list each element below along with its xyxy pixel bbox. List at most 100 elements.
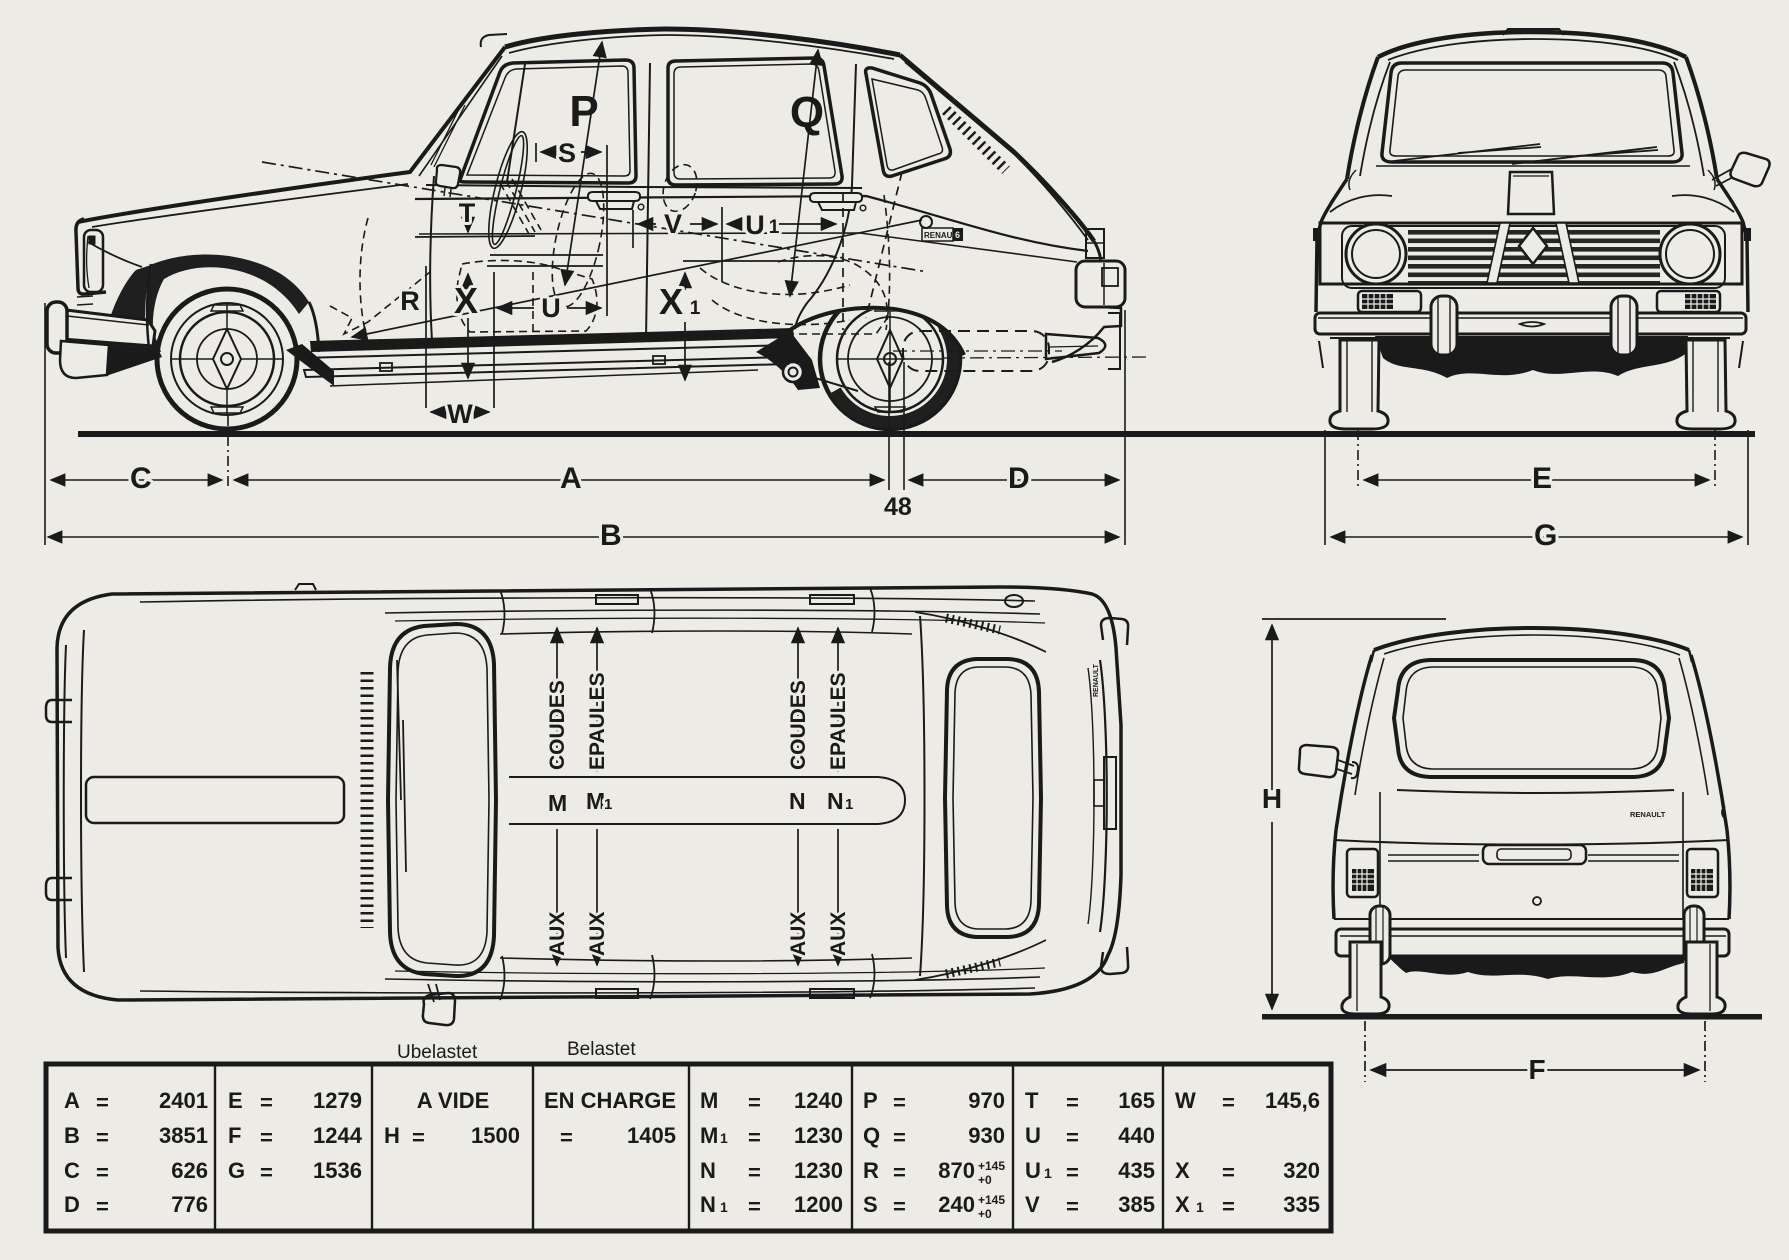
svg-text:Ubelastet: Ubelastet <box>397 1042 478 1063</box>
svg-text:=: = <box>412 1125 425 1150</box>
svg-text:X: X <box>1175 1158 1190 1183</box>
svg-text:=: = <box>1222 1160 1235 1185</box>
svg-text:320: 320 <box>1283 1158 1320 1183</box>
svg-text:1240: 1240 <box>794 1088 843 1113</box>
svg-text:N: N <box>789 788 806 814</box>
svg-text:D: D <box>1008 462 1030 495</box>
svg-text:626: 626 <box>171 1158 208 1183</box>
svg-text:A: A <box>64 1088 80 1113</box>
svg-text:1: 1 <box>604 796 612 813</box>
svg-text:AUX: AUX <box>787 912 810 956</box>
svg-text:970: 970 <box>968 1088 1005 1113</box>
svg-text:1230: 1230 <box>794 1123 843 1148</box>
svg-text:G: G <box>1534 519 1557 552</box>
svg-text:N: N <box>827 788 844 814</box>
svg-text:=: = <box>96 1194 109 1219</box>
svg-text:=: = <box>1066 1125 1079 1150</box>
svg-text:1230: 1230 <box>794 1158 843 1183</box>
svg-text:E: E <box>1532 462 1552 495</box>
svg-text:N: N <box>700 1158 716 1183</box>
svg-text:S: S <box>558 138 576 168</box>
svg-text:P: P <box>569 87 598 136</box>
svg-text:M: M <box>548 790 567 816</box>
svg-text:U: U <box>541 293 561 323</box>
svg-text:+145: +145 <box>978 1193 1005 1207</box>
svg-text:3851: 3851 <box>159 1123 208 1148</box>
svg-text:RENAULT: RENAULT <box>1093 663 1100 697</box>
svg-text:2401: 2401 <box>159 1088 208 1113</box>
svg-text:=: = <box>96 1160 109 1185</box>
svg-text:=: = <box>893 1090 906 1115</box>
svg-text:=: = <box>1066 1090 1079 1115</box>
svg-text:V: V <box>1025 1192 1040 1217</box>
svg-text:870: 870 <box>938 1158 975 1183</box>
svg-text:1: 1 <box>769 217 780 238</box>
svg-text:=: = <box>748 1125 761 1150</box>
svg-text:=: = <box>748 1160 761 1185</box>
svg-text:X: X <box>1175 1192 1190 1217</box>
svg-text:AUX: AUX <box>827 912 850 956</box>
svg-text:H: H <box>1262 783 1282 814</box>
svg-text:1405: 1405 <box>627 1123 676 1148</box>
svg-text:Belastet: Belastet <box>567 1039 636 1060</box>
svg-text:W: W <box>447 399 473 429</box>
svg-text:Q: Q <box>863 1123 880 1148</box>
svg-text:A VIDE: A VIDE <box>417 1088 490 1113</box>
svg-text:V: V <box>664 209 682 239</box>
svg-text:=: = <box>893 1194 906 1219</box>
svg-text:1500: 1500 <box>471 1123 520 1148</box>
svg-text:1200: 1200 <box>794 1192 843 1217</box>
svg-text:EN CHARGE: EN CHARGE <box>544 1088 676 1113</box>
svg-text:E: E <box>228 1088 243 1113</box>
svg-text:P: P <box>863 1088 878 1113</box>
svg-text:C: C <box>64 1158 80 1183</box>
svg-text:145,6: 145,6 <box>1265 1088 1320 1113</box>
svg-text:=: = <box>748 1090 761 1115</box>
svg-text:1279: 1279 <box>313 1088 362 1113</box>
svg-text:EPAULES: EPAULES <box>586 672 609 770</box>
svg-text:385: 385 <box>1118 1192 1155 1217</box>
svg-text:H: H <box>384 1123 400 1148</box>
svg-text:=: = <box>893 1125 906 1150</box>
svg-text:R: R <box>863 1158 879 1183</box>
svg-text:AUX: AUX <box>546 912 569 956</box>
svg-text:48: 48 <box>884 493 912 521</box>
svg-text:COUDES: COUDES <box>787 680 810 770</box>
svg-text:W: W <box>1175 1088 1196 1113</box>
svg-text:F: F <box>228 1123 241 1148</box>
svg-text:165: 165 <box>1118 1088 1155 1113</box>
svg-text:S: S <box>863 1192 878 1217</box>
svg-text:=: = <box>260 1125 273 1150</box>
svg-text:C: C <box>130 462 152 495</box>
svg-text:G: G <box>228 1158 245 1183</box>
svg-text:M: M <box>700 1088 718 1113</box>
svg-text:=: = <box>1222 1194 1235 1219</box>
svg-text:+0: +0 <box>978 1173 992 1187</box>
svg-text:U: U <box>1025 1158 1041 1183</box>
svg-text:=: = <box>260 1090 273 1115</box>
svg-text:1536: 1536 <box>313 1158 362 1183</box>
svg-text:1: 1 <box>1044 1165 1052 1181</box>
svg-text:1: 1 <box>720 1130 728 1146</box>
svg-text:T: T <box>459 198 476 228</box>
svg-text:+145: +145 <box>978 1159 1005 1173</box>
svg-text:=: = <box>96 1090 109 1115</box>
svg-text:435: 435 <box>1118 1158 1155 1183</box>
svg-text:1: 1 <box>690 298 701 319</box>
svg-text:EPAULES: EPAULES <box>827 672 850 770</box>
svg-text:X: X <box>454 280 478 321</box>
svg-text:Q: Q <box>790 88 824 137</box>
svg-text:D: D <box>64 1192 80 1217</box>
svg-text:6: 6 <box>955 230 960 240</box>
svg-text:F: F <box>1528 1054 1545 1085</box>
svg-text:M: M <box>586 788 605 814</box>
svg-text:776: 776 <box>171 1192 208 1217</box>
svg-text:=: = <box>1066 1194 1079 1219</box>
svg-text:=: = <box>560 1125 573 1150</box>
svg-text:440: 440 <box>1118 1123 1155 1148</box>
svg-text:M: M <box>700 1123 718 1148</box>
svg-text:RENAUL: RENAUL <box>924 231 957 240</box>
svg-text:=: = <box>893 1160 906 1185</box>
svg-text:N: N <box>700 1192 716 1217</box>
svg-text:RENAULT: RENAULT <box>1630 810 1666 819</box>
